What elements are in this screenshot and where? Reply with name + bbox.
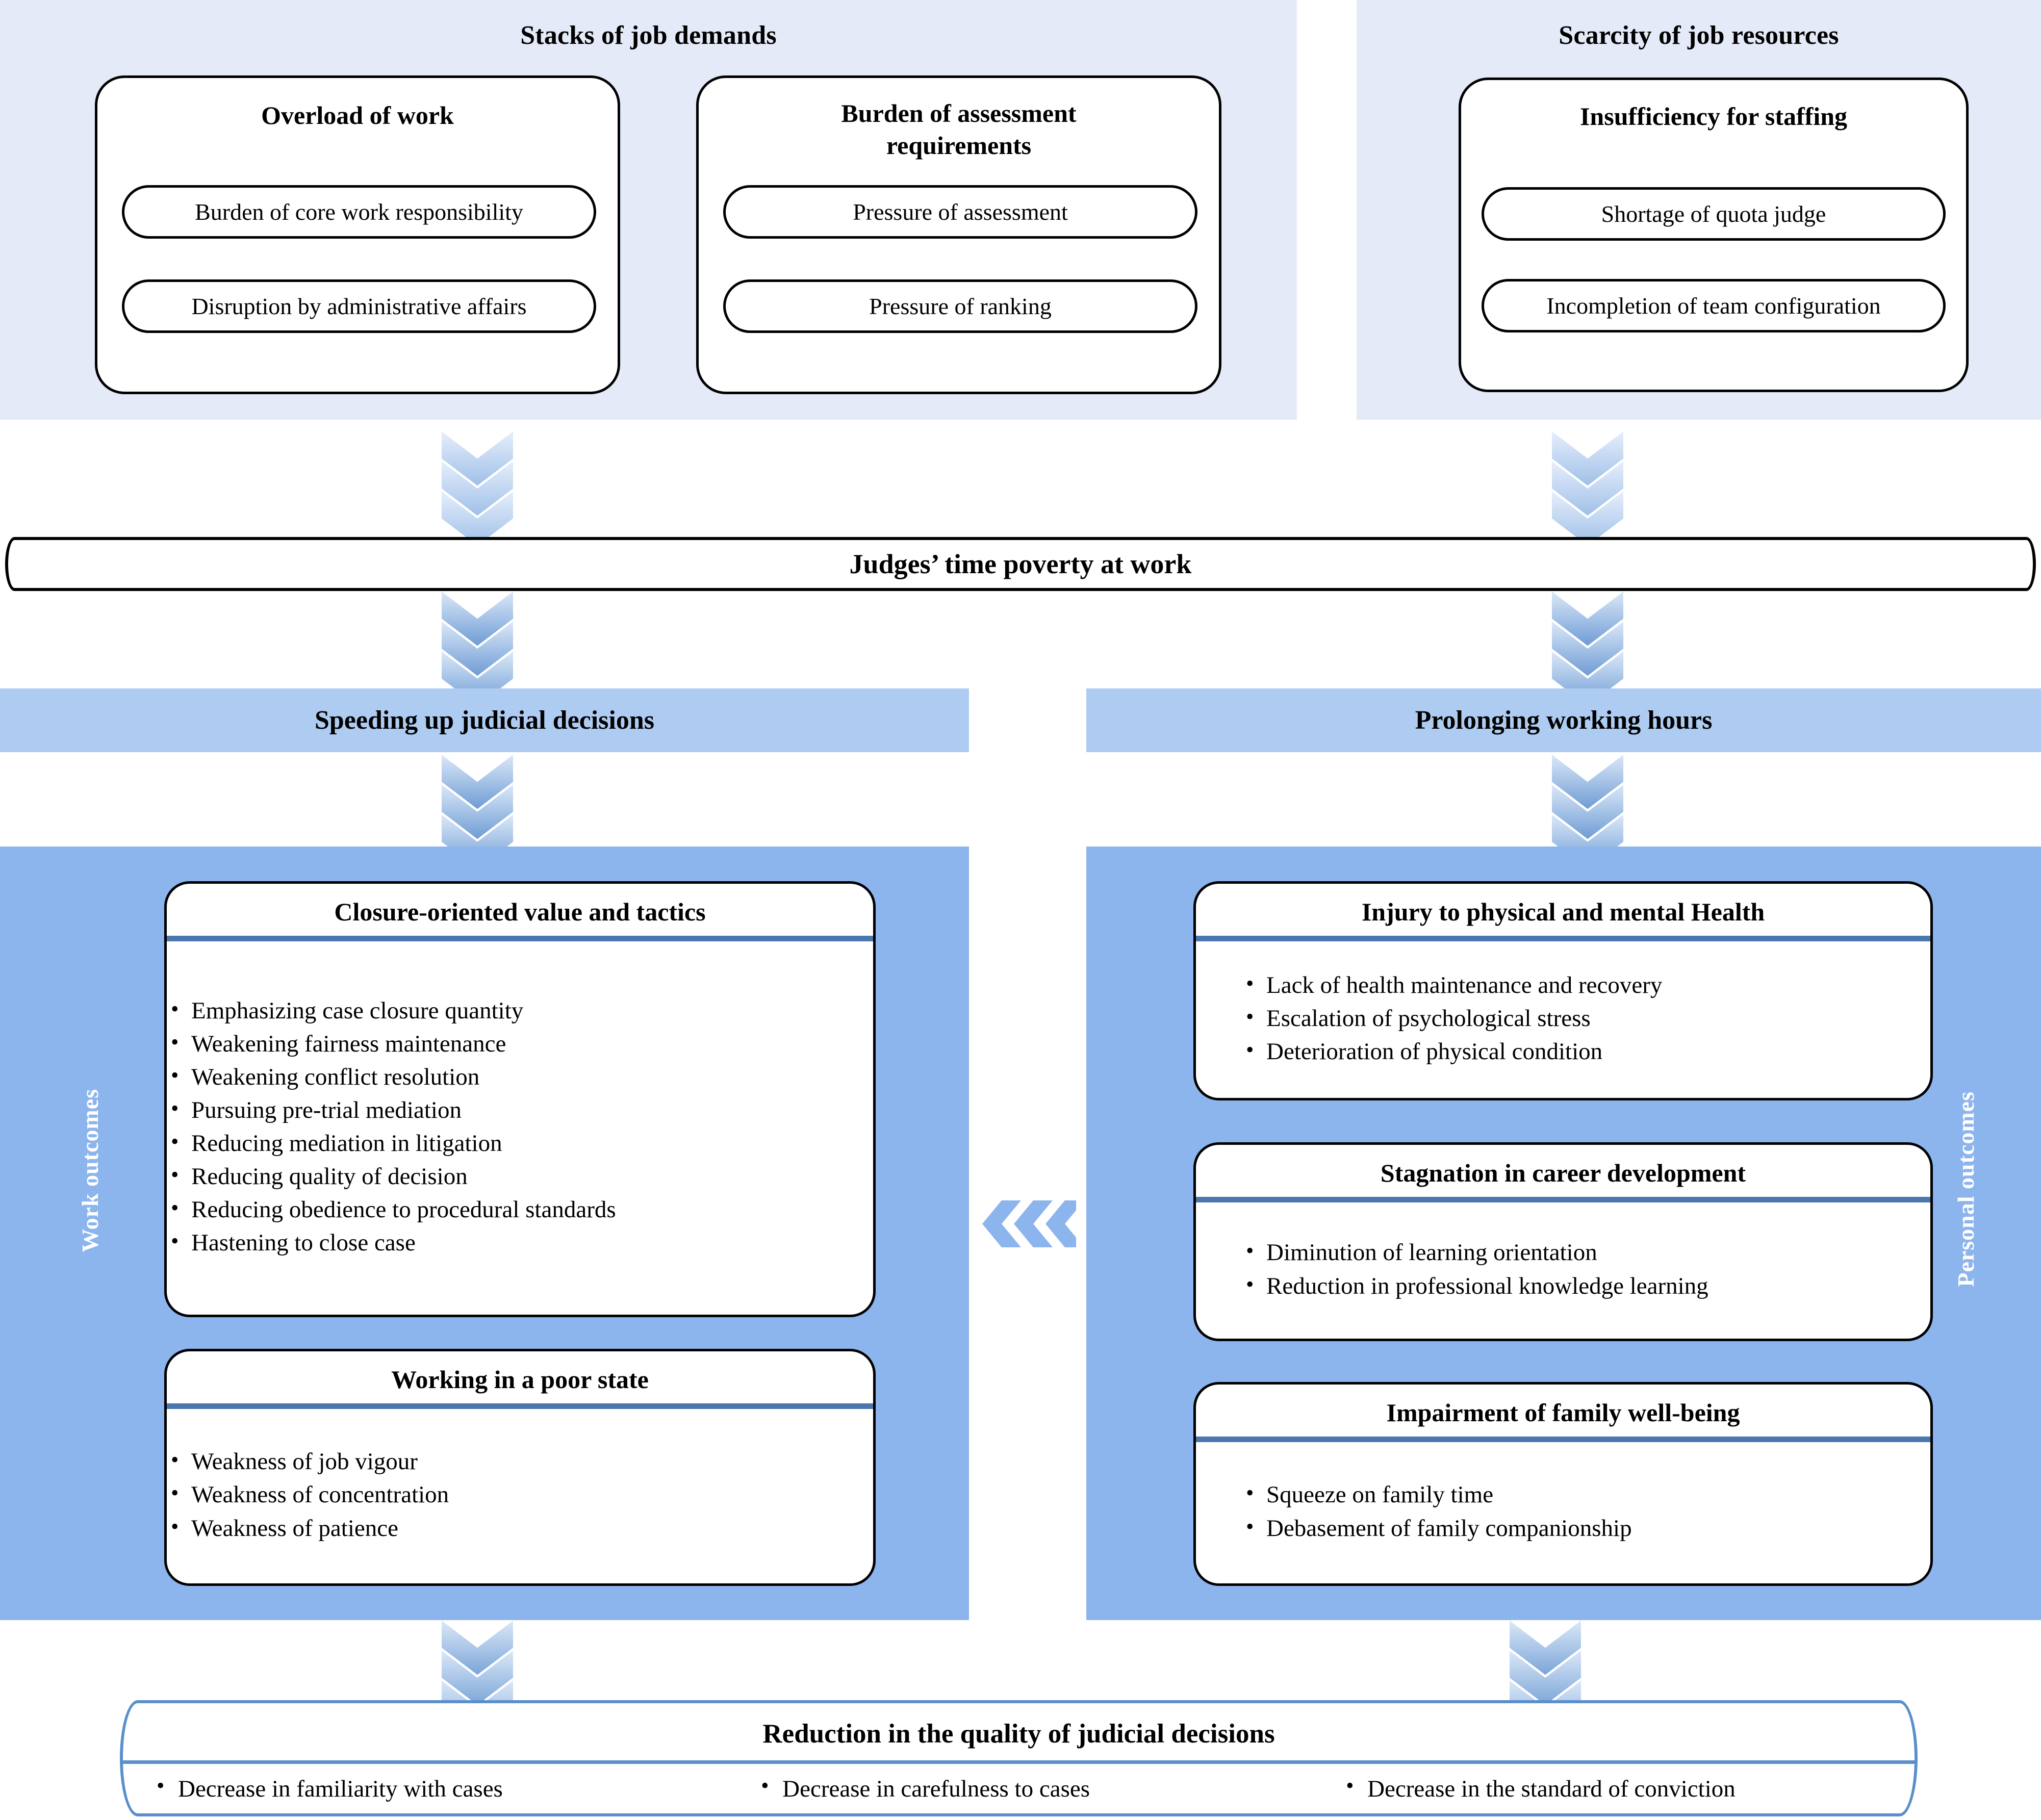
conclusion-box: Reduction in the quality of judicial dec… <box>120 1700 1918 1816</box>
card-stagnation-body: Diminution of learning orientation Reduc… <box>1196 1202 1930 1339</box>
list-item: Emphasizing case closure quantity <box>167 994 873 1027</box>
card-stagnation-title: Stagnation in career development <box>1380 1159 1746 1187</box>
card-injury-body: Lack of health maintenance and recovery … <box>1196 941 1930 1098</box>
core-construct-judges-time-poverty: Judges’ time poverty at work <box>5 537 2036 591</box>
list-item: Escalation of psychological stress <box>1242 1002 1930 1034</box>
list-item: Diminution of learning orientation <box>1242 1236 1930 1268</box>
card-closure-bullets: Emphasizing case closure quantity Weaken… <box>167 994 873 1261</box>
job-demands-band: Stacks of job demands Overload of work B… <box>0 0 1297 420</box>
list-item: Decrease in familiarity with cases <box>154 1773 758 1803</box>
job-demands-band-title: Stacks of job demands <box>520 21 777 50</box>
card-closure-divider <box>167 936 873 941</box>
item-shortage-quota-judge: Shortage of quota judge <box>1482 187 1946 241</box>
conclusion-divider <box>123 1760 1915 1764</box>
card-closure-oriented-value-and-tactics: Closure-oriented value and tactics Empha… <box>164 881 876 1317</box>
list-item: Weakening fairness maintenance <box>167 1028 873 1060</box>
list-item: Reducing mediation in litigation <box>167 1127 873 1159</box>
list-item: Reducing quality of decision <box>167 1160 873 1192</box>
arrow-personal-to-work-outcomes <box>979 1198 1084 1249</box>
card-closure-title: Closure-oriented value and tactics <box>334 898 706 926</box>
card-injury-bullets: Lack of health maintenance and recovery … <box>1196 969 1930 1069</box>
card-poor-state-divider <box>167 1403 873 1409</box>
card-poor-state-bullets: Weakness of job vigour Weakness of conce… <box>167 1445 873 1546</box>
arrow-core-to-prolonging <box>1552 592 1623 706</box>
list-item: Squeeze on family time <box>1242 1478 1930 1510</box>
group-burden-title: Burden of assessment requirements <box>841 99 1077 160</box>
card-poor-state-title: Working in a poor state <box>391 1365 649 1394</box>
job-resources-band-title: Scarcity of job resources <box>1559 21 1839 50</box>
card-family-divider <box>1196 1437 1930 1442</box>
card-family-bullets: Squeeze on family time Debasement of fam… <box>1196 1478 1930 1546</box>
group-insufficiency-title: Insufficiency for staffing <box>1579 102 1848 131</box>
list-item: Weakness of patience <box>167 1512 873 1544</box>
banner-right-label: Prolonging working hours <box>1415 706 1713 735</box>
job-resources-band: Scarcity of job resources Insufficiency … <box>1357 0 2041 420</box>
card-working-in-a-poor-state: Working in a poor state Weakness of job … <box>164 1349 876 1586</box>
arrow-resources-to-core <box>1552 431 1623 546</box>
banner-prolonging-working-hours: Prolonging working hours <box>1086 688 2041 752</box>
card-stagnation-in-career-development: Stagnation in career development Diminut… <box>1193 1142 1933 1341</box>
list-item: Hastening to close case <box>167 1226 873 1259</box>
list-item: Debasement of family companionship <box>1242 1511 1930 1544</box>
conclusion-title: Reduction in the quality of judicial dec… <box>762 1719 1275 1749</box>
banner-speeding-up-judicial-decisions: Speeding up judicial decisions <box>0 688 969 752</box>
work-outcomes-label-overlay: Work outcomes <box>77 1089 103 1252</box>
group-overload-of-work: Overload of work Burden of core work res… <box>95 75 620 394</box>
card-closure-body: Emphasizing case closure quantity Weaken… <box>167 941 873 1315</box>
arrow-demands-to-core <box>442 431 513 546</box>
list-item: Decrease in the standard of conviction <box>1343 1773 1884 1803</box>
personal-outcomes-side-label: Personal outcomes <box>1953 1091 1979 1287</box>
arrow-core-to-speeding <box>442 592 513 706</box>
group-burden-assessment: Burden of assessment requirements Pressu… <box>696 75 1221 394</box>
list-item: Weakness of concentration <box>167 1478 873 1510</box>
item-burden-core-work: Burden of core work responsibility <box>122 185 596 239</box>
list-item: Reducing obedience to procedural standar… <box>167 1193 873 1225</box>
arrow-speeding-to-work-outcomes <box>442 755 513 869</box>
list-item: Lack of health maintenance and recovery <box>1242 969 1930 1001</box>
item-pressure-assessment: Pressure of assessment <box>723 185 1197 239</box>
core-construct-label: Judges’ time poverty at work <box>849 549 1192 579</box>
item-incompletion-team-config: Incompletion of team configuration <box>1482 279 1946 332</box>
group-insufficiency-staffing: Insufficiency for staffing Shortage of q… <box>1459 78 1969 392</box>
card-family-title: Impairment of family well-being <box>1386 1398 1740 1427</box>
card-stagnation-bullets: Diminution of learning orientation Reduc… <box>1196 1236 1930 1303</box>
group-overload-title: Overload of work <box>261 101 454 130</box>
card-injury-divider <box>1196 936 1930 941</box>
list-item: Reduction in professional knowledge lear… <box>1242 1269 1930 1302</box>
item-disruption-admin: Disruption by administrative affairs <box>122 279 596 333</box>
card-family-body: Squeeze on family time Debasement of fam… <box>1196 1442 1930 1583</box>
list-item: Weakening conflict resolution <box>167 1061 873 1093</box>
item-pressure-ranking: Pressure of ranking <box>723 279 1197 333</box>
arrow-personal-outcomes-to-conclusion <box>1510 1621 1581 1735</box>
card-injury-title: Injury to physical and mental Health <box>1361 898 1765 926</box>
list-item: Pursuing pre-trial mediation <box>167 1094 873 1126</box>
conclusion-body: Decrease in familiarity with cases Decre… <box>123 1764 1915 1813</box>
arrow-prolonging-to-personal-outcomes <box>1552 755 1623 869</box>
card-stagnation-divider <box>1196 1197 1930 1202</box>
banner-left-label: Speeding up judicial decisions <box>314 706 655 735</box>
arrow-work-outcomes-to-conclusion <box>442 1621 513 1735</box>
card-impairment-of-family-well-being: Impairment of family well-being Squeeze … <box>1193 1382 1933 1586</box>
list-item: Deterioration of physical condition <box>1242 1035 1930 1067</box>
list-item: Weakness of job vigour <box>167 1445 873 1477</box>
card-injury-to-physical-and-mental-health: Injury to physical and mental Health Lac… <box>1193 881 1933 1100</box>
card-poor-state-body: Weakness of job vigour Weakness of conce… <box>167 1409 873 1583</box>
list-item: Decrease in carefulness to cases <box>758 1773 1343 1803</box>
